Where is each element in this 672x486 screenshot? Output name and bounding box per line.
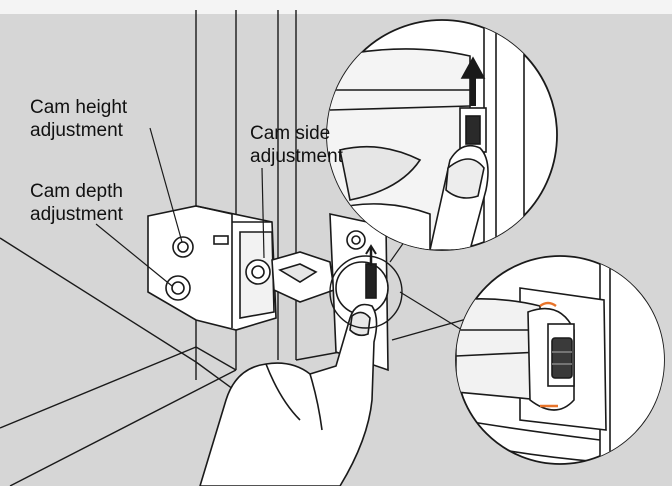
hinge-arm <box>271 251 335 303</box>
hand <box>199 303 378 486</box>
callout-leaders <box>95 127 265 287</box>
focus-circle <box>329 255 403 329</box>
orange-mark-top <box>539 301 557 307</box>
inset-circle-bottom <box>455 255 665 465</box>
cam-side-label: Cam side adjustment <box>250 123 343 167</box>
cam-height-label: Cam height adjustment <box>30 97 128 141</box>
cam-depth-label: Cam depth adjustment <box>30 181 123 225</box>
top-band <box>0 0 672 14</box>
hinge-base <box>147 205 277 331</box>
inset-circle-top <box>326 19 558 251</box>
